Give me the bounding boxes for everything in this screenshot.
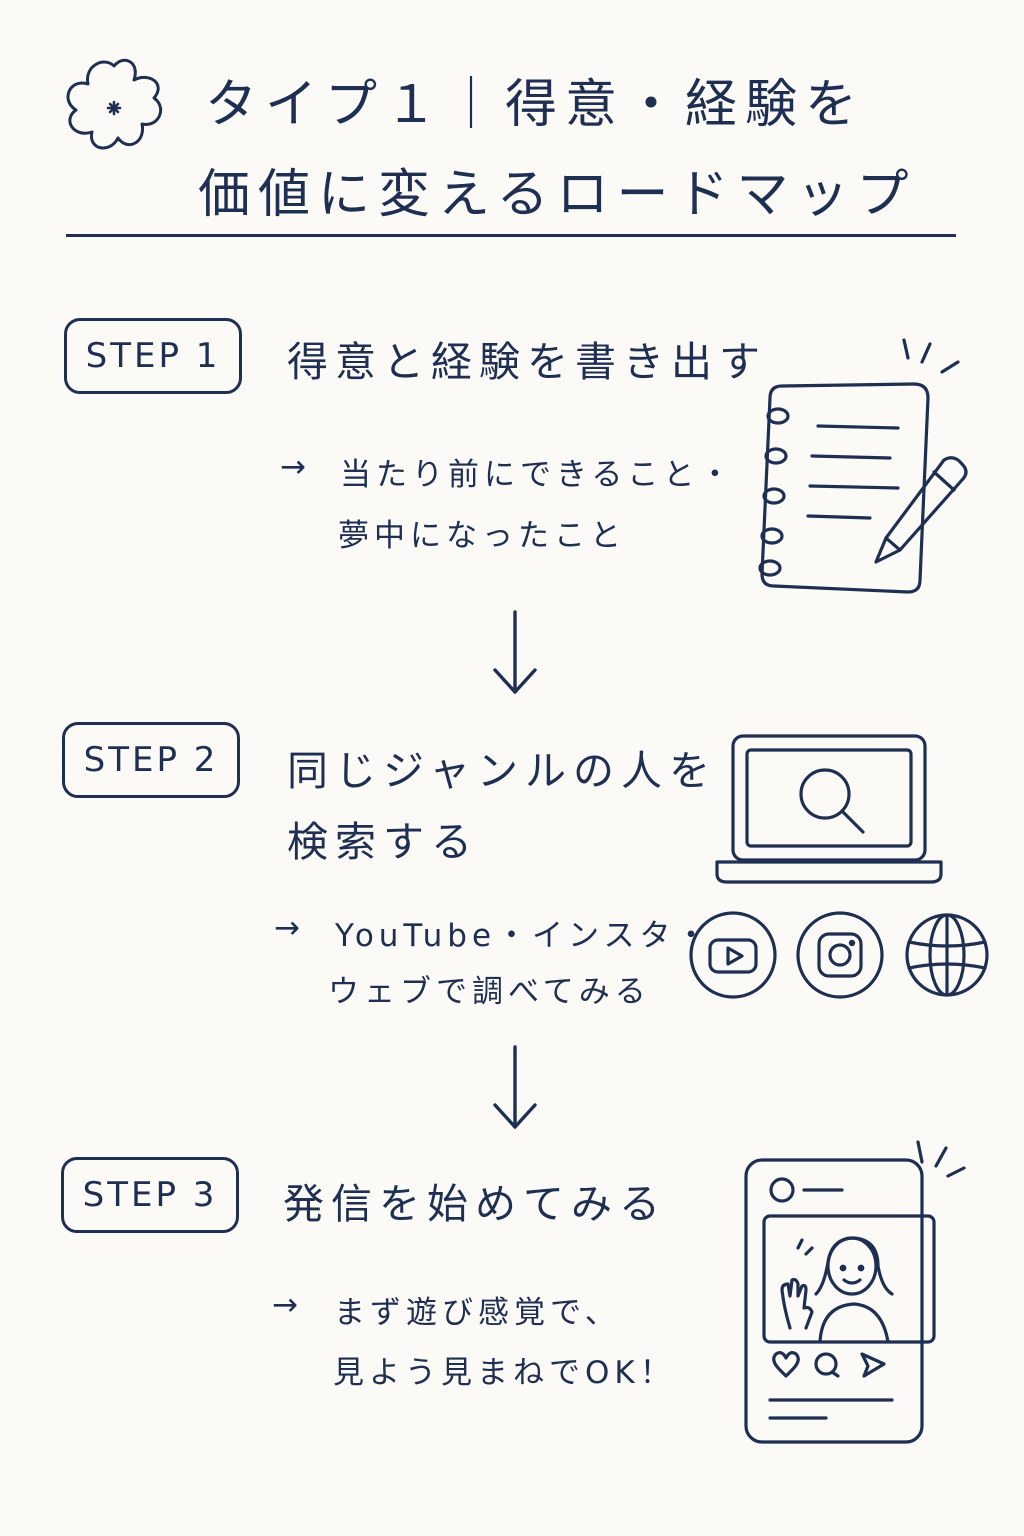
- step-1-desc-line-1: 当たり前にできること・: [340, 457, 736, 493]
- step-2-arrow: →: [274, 910, 300, 946]
- step-2-desc-line-1: YouTube・インスタ・: [335, 918, 712, 954]
- step-3-badge: STEP 3: [61, 1157, 239, 1233]
- step-2-heading-line-2: 検索する: [287, 818, 479, 866]
- youtube-icon: [689, 911, 777, 999]
- step-1-desc-line-2: 夢中になったこと: [338, 518, 626, 554]
- sakura-flower-icon: [66, 58, 163, 150]
- laptop-search-icon: [715, 734, 943, 884]
- step-3-arrow: →: [272, 1287, 298, 1323]
- step-2-heading-line-1: 同じジャンルの人を: [287, 747, 717, 795]
- title-divider: [66, 234, 956, 237]
- step-1-arrow: →: [280, 449, 306, 485]
- step-3-desc-line-2: 見よう見まねでOK！: [333, 1355, 676, 1391]
- down-arrow-icon: [493, 610, 537, 694]
- step-1-heading: 得意と経験を書き出す: [287, 338, 767, 386]
- globe-icon: [905, 913, 989, 997]
- page-title-line-1: タイプ１｜得意・経験を: [205, 75, 866, 135]
- step-3-desc-line-1: まず遊び感覚で、: [334, 1295, 621, 1331]
- page-title-line-2: 価値に変えるロードマップ: [198, 165, 917, 225]
- notebook-pencil-icon: [758, 338, 968, 594]
- step-3-heading: 発信を始めてみる: [283, 1180, 667, 1228]
- smartphone-post-icon: [744, 1140, 966, 1444]
- step-2-desc-line-2: ウェブで調べてみる: [328, 974, 651, 1010]
- step-1-badge: STEP 1: [64, 318, 242, 394]
- down-arrow-icon: [493, 1045, 537, 1129]
- instagram-icon: [796, 911, 884, 999]
- step-2-badge: STEP 2: [62, 722, 240, 798]
